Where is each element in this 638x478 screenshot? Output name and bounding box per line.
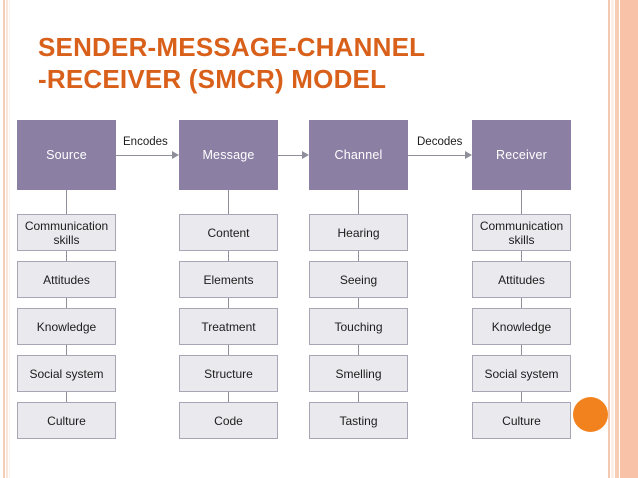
slide-title-line-1: SENDER-MESSAGE-CHANNEL — [38, 32, 426, 62]
connector-receiver-0 — [521, 190, 522, 214]
connector-receiver-1 — [521, 251, 522, 261]
attr-box-receiver-attitudes[interactable]: Attitudes — [472, 261, 571, 298]
attr-label: Communication skills — [479, 218, 564, 247]
attr-label: Knowledge — [36, 319, 97, 334]
arrow-head-channel-receiver — [465, 151, 472, 159]
attr-box-message-code[interactable]: Code — [179, 402, 278, 439]
attr-box-message-elements[interactable]: Elements — [179, 261, 278, 298]
attr-box-channel-hearing[interactable]: Hearing — [309, 214, 408, 251]
attr-label: Knowledge — [491, 319, 552, 334]
connector-channel-2 — [358, 298, 359, 308]
connector-message-4 — [228, 392, 229, 402]
attr-box-receiver-social-system[interactable]: Social system — [472, 355, 571, 392]
connector-channel-3 — [358, 345, 359, 355]
attr-box-source-knowledge[interactable]: Knowledge — [17, 308, 116, 345]
arrow-line-message-channel — [278, 155, 302, 156]
attr-box-source-culture[interactable]: Culture — [17, 402, 116, 439]
header-box-channel[interactable]: Channel — [309, 120, 408, 190]
attr-box-channel-seeing[interactable]: Seeing — [309, 261, 408, 298]
attr-label: Attitudes — [43, 272, 90, 287]
attr-box-source-social-system[interactable]: Social system — [17, 355, 116, 392]
attr-label: Treatment — [201, 319, 256, 334]
attr-label: Smelling — [335, 366, 382, 381]
attr-label: Content — [207, 225, 250, 240]
edge-label-encodes: Encodes — [123, 136, 168, 148]
connector-receiver-3 — [521, 345, 522, 355]
connector-source-3 — [66, 345, 67, 355]
attr-box-message-structure[interactable]: Structure — [179, 355, 278, 392]
connector-receiver-2 — [521, 298, 522, 308]
connector-receiver-4 — [521, 392, 522, 402]
attr-label: Elements — [203, 272, 254, 287]
attr-label: Tasting — [339, 413, 378, 428]
attr-box-receiver-communication-skills[interactable]: Communication skills — [472, 214, 571, 251]
header-box-source[interactable]: Source — [17, 120, 116, 190]
attr-box-message-treatment[interactable]: Treatment — [179, 308, 278, 345]
attr-label: Code — [214, 413, 243, 428]
attr-label: Culture — [47, 413, 86, 428]
header-box-receiver-label: Receiver — [496, 148, 547, 162]
arrow-line-channel-receiver — [408, 155, 465, 156]
connector-source-1 — [66, 251, 67, 261]
attr-box-channel-tasting[interactable]: Tasting — [309, 402, 408, 439]
connector-channel-1 — [358, 251, 359, 261]
attr-label: Social system — [484, 366, 559, 381]
attr-label: Seeing — [339, 272, 378, 287]
attr-label: Communication skills — [24, 218, 109, 247]
attr-box-message-content[interactable]: Content — [179, 214, 278, 251]
connector-source-2 — [66, 298, 67, 308]
arrow-line-source-message — [116, 155, 172, 156]
connector-message-2 — [228, 298, 229, 308]
attr-label: Structure — [204, 366, 253, 381]
attr-label: Touching — [334, 319, 383, 334]
connector-message-0 — [228, 190, 229, 214]
arrow-head-message-channel — [302, 151, 309, 159]
connector-message-3 — [228, 345, 229, 355]
attr-box-source-attitudes[interactable]: Attitudes — [17, 261, 116, 298]
connector-channel-0 — [358, 190, 359, 214]
attr-box-source-communication-skills[interactable]: Communication skills — [17, 214, 116, 251]
attr-box-receiver-culture[interactable]: Culture — [472, 402, 571, 439]
attr-label: Attitudes — [498, 272, 545, 287]
attr-box-channel-smelling[interactable]: Smelling — [309, 355, 408, 392]
slide-title: SENDER-MESSAGE-CHANNEL -RECEIVER (SMCR) … — [38, 31, 508, 95]
attr-box-receiver-knowledge[interactable]: Knowledge — [472, 308, 571, 345]
connector-channel-4 — [358, 392, 359, 402]
header-box-message-label: Message — [202, 148, 255, 162]
arrow-head-source-message — [172, 151, 179, 159]
attr-box-channel-touching[interactable]: Touching — [309, 308, 408, 345]
header-box-channel-label: Channel — [334, 148, 383, 162]
header-box-receiver[interactable]: Receiver — [472, 120, 571, 190]
attr-label: Social system — [29, 366, 104, 381]
attr-label: Culture — [502, 413, 541, 428]
attr-label: Hearing — [337, 225, 380, 240]
slide-title-line-2: -RECEIVER (SMCR) MODEL — [38, 64, 387, 94]
edge-label-decodes: Decodes — [417, 136, 463, 148]
orange-circle-accent — [573, 397, 608, 432]
connector-source-4 — [66, 392, 67, 402]
connector-message-1 — [228, 251, 229, 261]
connector-source-0 — [66, 190, 67, 214]
header-box-source-label: Source — [46, 148, 87, 162]
header-box-message[interactable]: Message — [179, 120, 278, 190]
